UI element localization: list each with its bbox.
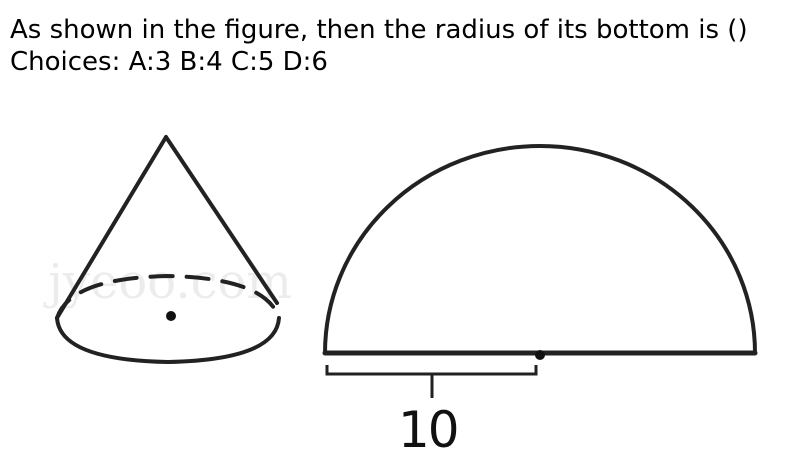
cone-left-edge [55,135,168,320]
radius-brace [325,365,538,398]
cone-base-center-dot [166,311,176,321]
brace-bracket [325,365,538,376]
cone-drawing [55,135,281,365]
semicircle-center-dot [535,350,545,360]
cone-base-back-arc-dashed [55,273,281,320]
semicircle-arc [323,144,757,355]
question-text-block: As shown in the figure, then the radius … [10,14,748,78]
answer-choices: Choices: A:3 B:4 C:5 D:6 [10,47,328,77]
question-stem: As shown in the figure, then the radius … [10,15,748,45]
cone-base-front-arc [55,316,281,365]
radius-measure-label: 10 [398,401,460,459]
semicircle-drawing [322,144,758,360]
cone-right-edge [164,135,279,305]
